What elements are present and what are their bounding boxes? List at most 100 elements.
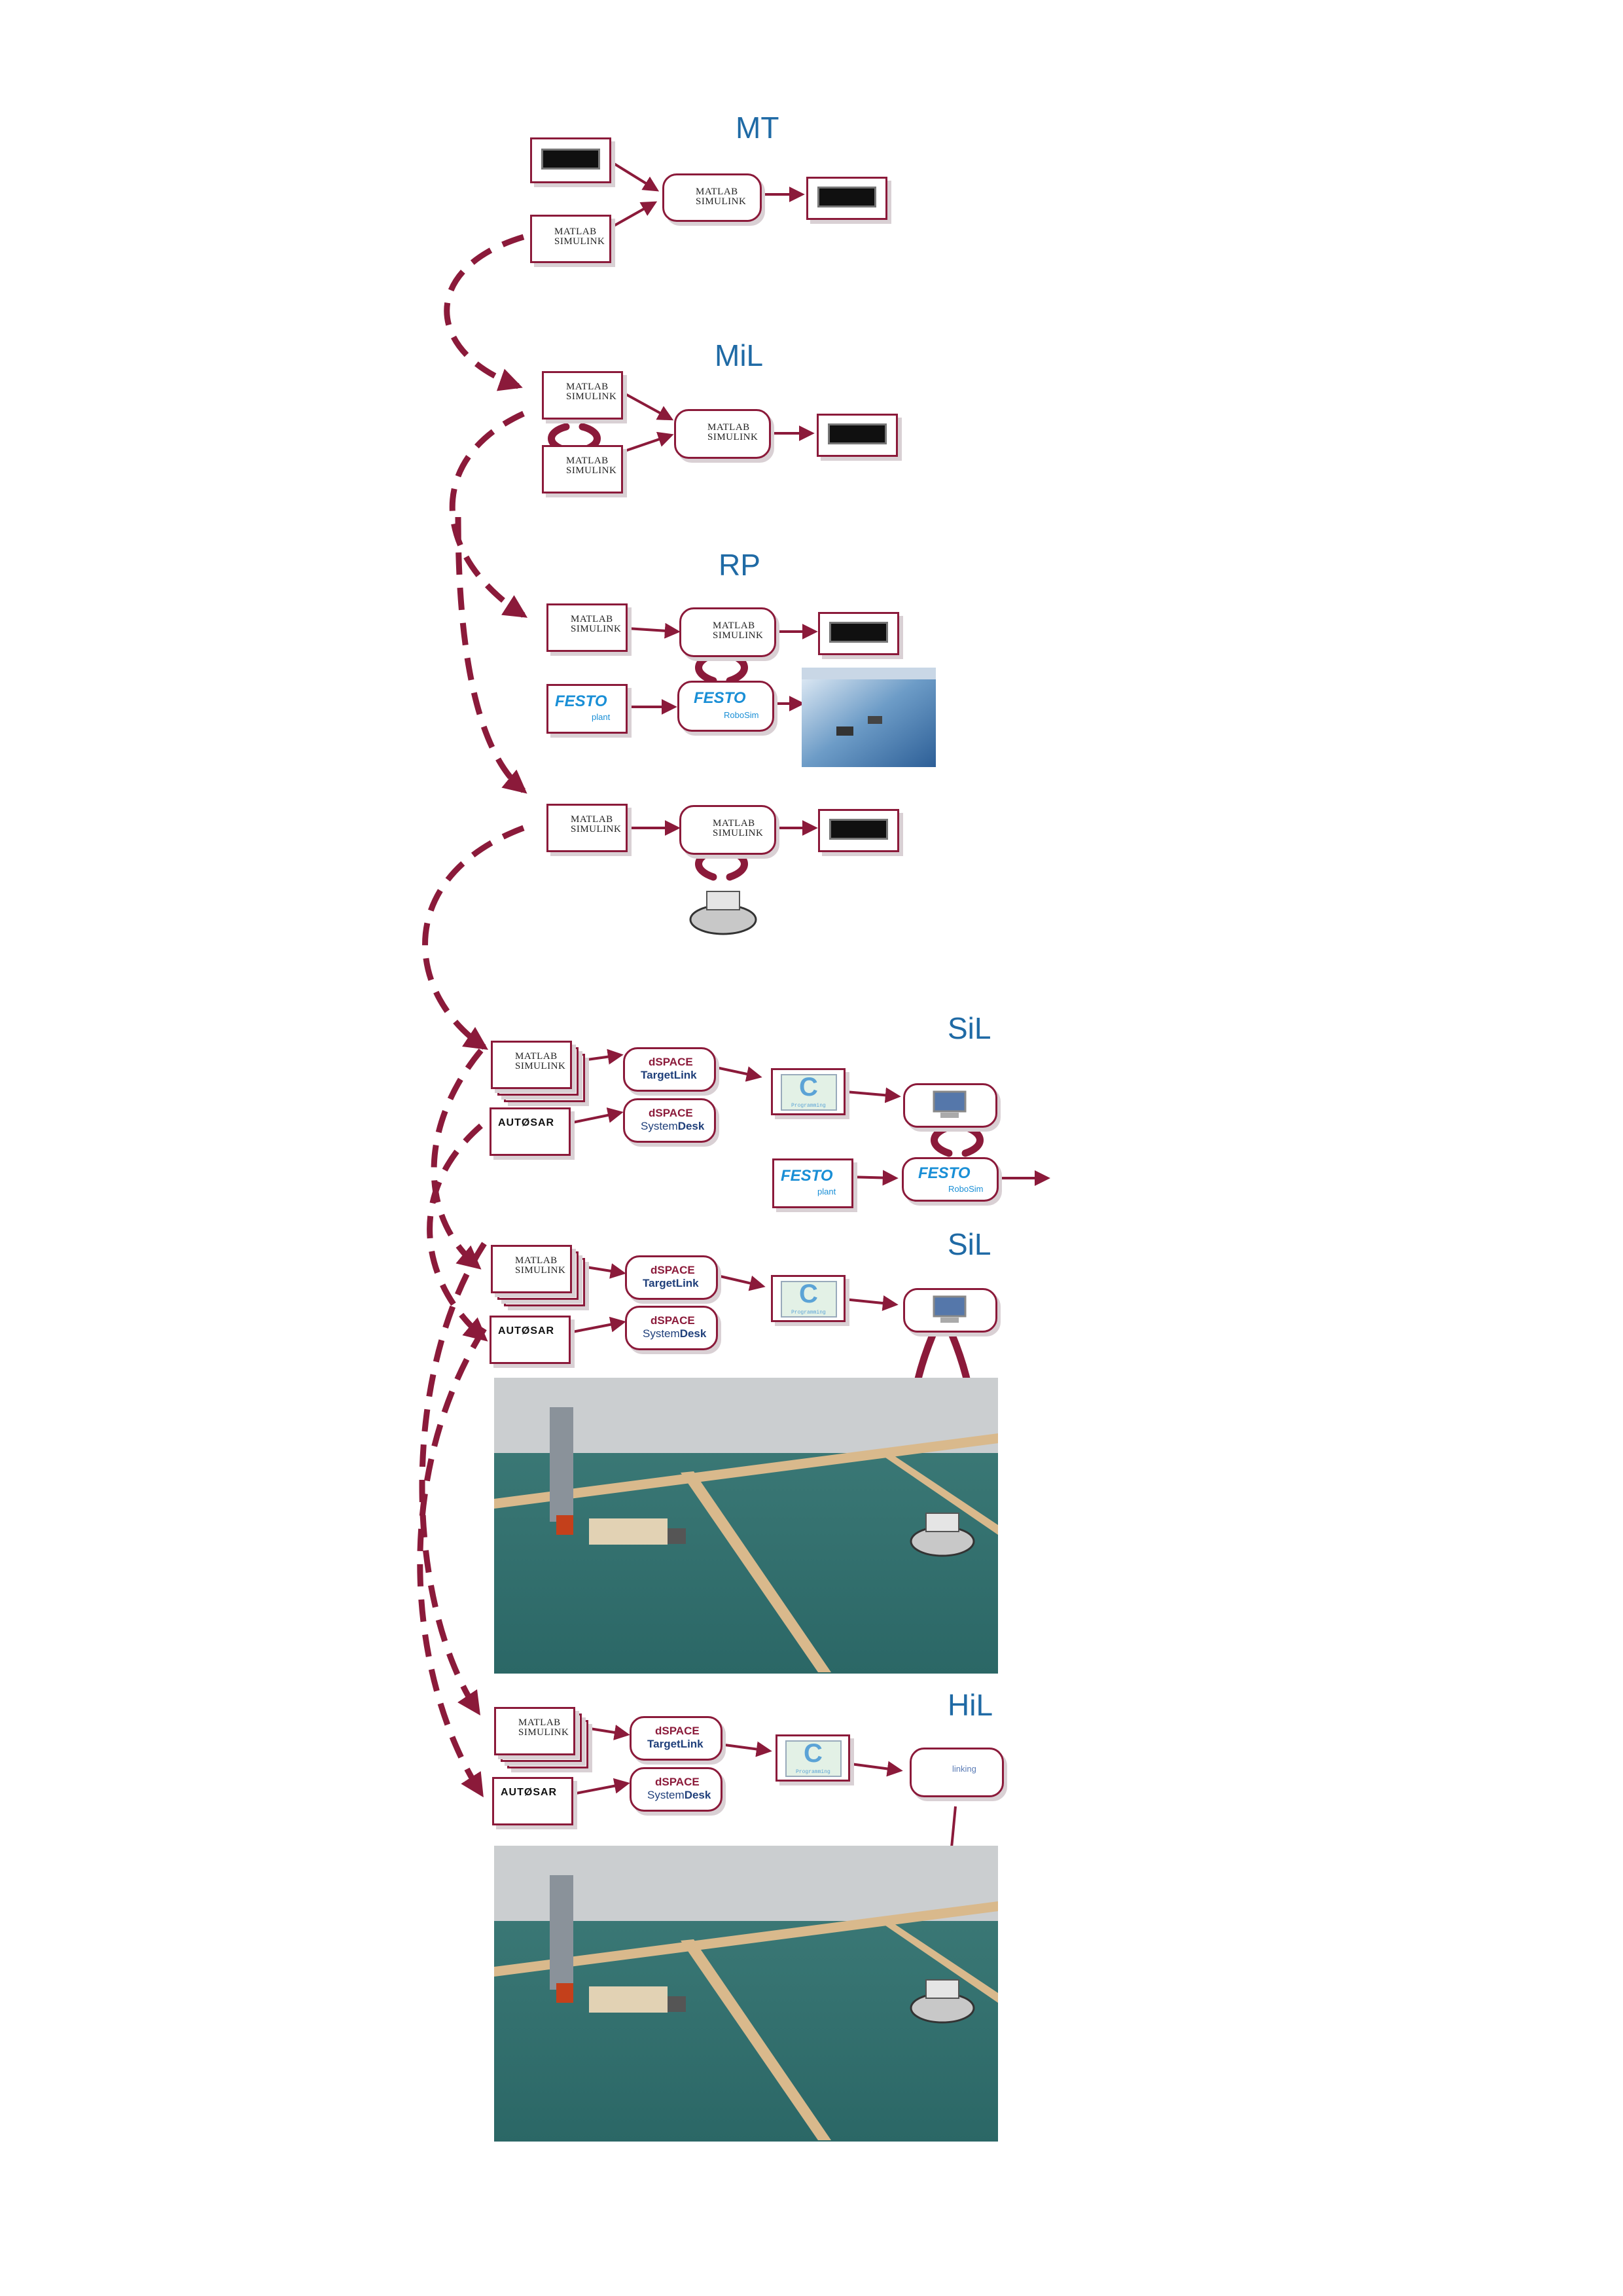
sil1-systemdesk-block: dSPACE SystemDesk <box>623 1098 716 1143</box>
c-code-box <box>781 1281 837 1318</box>
stage-label-sil-1: SiL <box>948 1011 991 1045</box>
targetlink-label: TargetLink <box>641 1069 697 1081</box>
systemdesk-label: SystemDesk <box>647 1789 711 1801</box>
targetlink-label: TargetLink <box>647 1738 704 1750</box>
autosar-logo: AUTØSAR <box>498 1325 555 1336</box>
autosar-logo: AUTØSAR <box>501 1787 558 1798</box>
festo-logo: FESTO <box>555 692 607 710</box>
scope-screen <box>829 819 888 840</box>
dspace-logo: dSPACE <box>649 1107 693 1119</box>
rob-output-scope <box>818 809 899 852</box>
rp-festo-plant-doc: FESTO plant <box>546 684 628 734</box>
systemdesk-label: SystemDesk <box>643 1327 707 1340</box>
c-letter: C <box>799 1280 818 1308</box>
sil2-targetlink-block: dSPACE TargetLink <box>625 1255 718 1300</box>
robosim-label: RoboSim <box>724 710 759 720</box>
dspace-logo: dSPACE <box>651 1314 695 1327</box>
festo-logo: FESTO <box>694 689 746 707</box>
hil-c-code-doc: C Programming <box>776 1734 850 1782</box>
hil-linking-block: linking <box>910 1748 1004 1797</box>
sil1-festo-plant-doc: FESTO plant <box>772 1158 853 1208</box>
sil1-computer-block <box>903 1083 997 1128</box>
scope-screen <box>829 622 888 643</box>
stage-label-mt: MT <box>736 111 779 145</box>
autosar-logo: AUTØSAR <box>498 1117 555 1128</box>
sil2-systemdesk-block: dSPACE SystemDesk <box>625 1306 718 1350</box>
c-letter: C <box>799 1073 818 1102</box>
robosim-label: RoboSim <box>948 1184 984 1194</box>
sil2-autosar-doc: AUTØSAR <box>490 1316 571 1364</box>
hil-autosar-doc: AUTØSAR <box>492 1777 573 1825</box>
dspace-logo: dSPACE <box>655 1776 700 1788</box>
robot-icon-hil <box>910 1979 975 2024</box>
stage-label-sil-2: SiL <box>948 1227 991 1261</box>
mt-output-scope <box>806 177 887 220</box>
sil1-targetlink-block: dSPACE TargetLink <box>623 1047 716 1092</box>
systemdesk-label: SystemDesk <box>641 1120 705 1132</box>
c-letter: C <box>804 1739 823 1768</box>
festo-logo: FESTO <box>781 1167 833 1185</box>
mil-output-scope <box>817 414 898 457</box>
scope-screen <box>541 149 600 170</box>
festo-plant-label: plant <box>817 1187 836 1196</box>
computer-icon <box>933 1090 967 1118</box>
hil-systemdesk-block: dSPACE SystemDesk <box>630 1767 722 1812</box>
plant-photo-hil <box>494 1846 998 2142</box>
linking-label: linking <box>952 1764 976 1774</box>
festo-logo: FESTO <box>918 1164 971 1182</box>
scope-screen <box>817 187 876 207</box>
robosim-3d-view <box>802 668 936 767</box>
c-programming-label: Programming <box>791 1310 826 1316</box>
sil2-computer-block <box>903 1288 997 1333</box>
sil2-c-code-doc: C Programming <box>771 1275 846 1322</box>
targetlink-label: TargetLink <box>643 1277 699 1289</box>
robot-icon-sil <box>910 1513 975 1557</box>
rp-output-scope <box>818 612 899 655</box>
robot-icon-rp <box>689 891 757 935</box>
sil1-festo-robosim-block: FESTO RoboSim <box>902 1157 999 1202</box>
computer-icon <box>933 1295 967 1323</box>
c-programming-label: Programming <box>791 1103 826 1109</box>
dspace-logo: dSPACE <box>651 1264 695 1276</box>
sil1-c-code-doc: C Programming <box>771 1068 846 1115</box>
c-programming-label: Programming <box>796 1769 830 1775</box>
dashed-flow-arrows <box>417 234 528 1798</box>
coupling-loops <box>548 423 984 1529</box>
dspace-logo: dSPACE <box>649 1056 693 1068</box>
sil1-autosar-doc: AUTØSAR <box>490 1107 571 1156</box>
c-code-box <box>781 1074 837 1111</box>
hil-targetlink-block: dSPACE TargetLink <box>630 1716 722 1761</box>
mt-scope-doc <box>530 137 611 183</box>
festo-plant-label: plant <box>592 712 611 722</box>
stage-label-mil: MiL <box>715 338 764 372</box>
scope-screen <box>828 423 887 444</box>
stage-label-hil: HiL <box>948 1688 993 1722</box>
plant-photo-sil <box>494 1378 998 1674</box>
stage-label-rp: RP <box>719 548 760 582</box>
